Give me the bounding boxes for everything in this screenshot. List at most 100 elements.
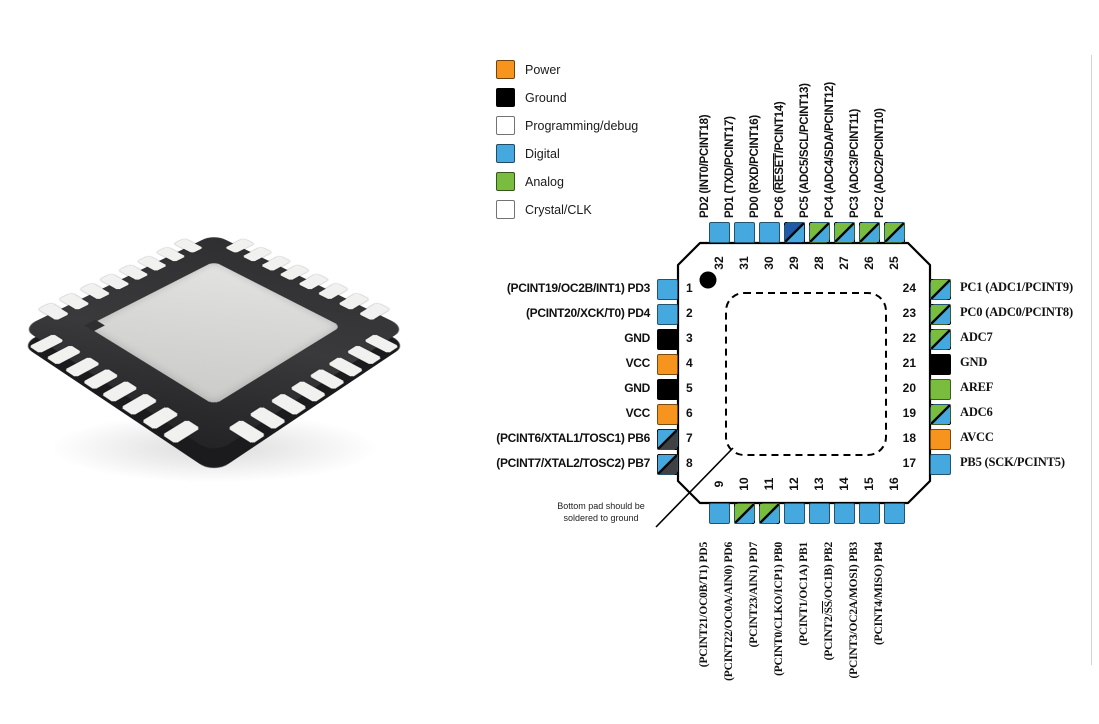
pin-label-segment: (PCINT3/OC2A/MOSI) PB3 [848, 542, 860, 678]
legend-label: Analog [525, 175, 564, 189]
pin-number: 3 [686, 331, 708, 345]
pin-label: PD0 (RXD/PCINT16) [748, 40, 762, 218]
pin-square-digital_crystal [657, 429, 678, 450]
pin-label-segment: GND [624, 331, 650, 345]
pin-number: 28 [812, 248, 826, 278]
pin-label: PC1 (ADC1/PCINT9) [960, 280, 1073, 295]
pin-number: 1 [686, 281, 708, 295]
pin-label-segment: SS [823, 601, 835, 613]
pin-label: (PCINT3/OC2A/MOSI) PB3 [847, 542, 862, 697]
pin-number: 2 [686, 306, 708, 320]
pin-square-analog_digital [884, 222, 905, 243]
legend-item: Crystal/CLK [496, 200, 638, 219]
pin-square-analog_digital [734, 503, 755, 524]
pin-label-segment: GND [960, 355, 987, 369]
pin-number: 5 [686, 381, 708, 395]
pin-label: PC4 (ADC4/SDA/PCINT12) [823, 40, 837, 218]
pin-square-power [657, 404, 678, 425]
pin-number: 13 [812, 469, 826, 499]
pin-label-segment: /PCINT14) [774, 102, 786, 154]
pin-square-analog_digital [809, 222, 830, 243]
pin-label: (PCINT21/OC0B/T1) PD5 [697, 542, 712, 697]
pin-label-segment: (PCINT22/OC0A/AIN0) PD6 [723, 542, 735, 681]
pin-label: (PCINT1/OC1A) PB1 [797, 542, 812, 697]
pin-label: (PCINT23/AIN1) PD7 [747, 542, 762, 697]
legend-item: Programming/debug [496, 116, 638, 135]
legend-swatch-digital [496, 144, 515, 163]
pin-square-power [930, 429, 951, 450]
pin-square-digital [709, 503, 730, 524]
legend-label: Crystal/CLK [525, 203, 592, 217]
pin-number: 12 [787, 469, 801, 499]
legend-swatch-ground [496, 88, 515, 107]
pin-label: GND [450, 331, 650, 346]
pin-label: (PCINT4/MISO) PB4 [872, 542, 887, 697]
pin-number: 21 [886, 356, 916, 370]
pin-label: PB5 (SCK/PCINT5) [960, 455, 1065, 470]
legend-item: Analog [496, 172, 638, 191]
pin-square-prog_digital [784, 222, 805, 243]
pin-square-analog_digital [930, 329, 951, 350]
pin-square-ground [657, 379, 678, 400]
pin-label-segment: PC0 (ADC0/PCINT8) [960, 305, 1073, 319]
pin-label-segment: (PCINT0/CLKO/ICP1) PB0 [773, 542, 785, 676]
pin-label-segment: GND [624, 381, 650, 395]
pin-number: 10 [737, 469, 751, 499]
legend-swatch-analog [496, 172, 515, 191]
pin-label-segment: PD1 (TXD/PCINT17) [724, 116, 736, 218]
pin-square-ground [657, 329, 678, 350]
pin-label-segment: ADC6 [960, 405, 993, 419]
pin-number: 23 [886, 306, 916, 320]
legend-swatch-power [496, 60, 515, 79]
pin-label: GND [450, 381, 650, 396]
legend-swatch-programming_debug [496, 116, 515, 135]
pin-label: (PCINT7/XTAL2/TOSC2) PB7 [450, 456, 650, 471]
chip-photo [14, 168, 414, 488]
pin-number: 30 [762, 248, 776, 278]
legend-label: Power [525, 63, 560, 77]
pin-square-digital [859, 503, 880, 524]
pin-number: 26 [862, 248, 876, 278]
pin-square-digital [784, 503, 805, 524]
pin-square-digital [657, 304, 678, 325]
pin-label-segment: (PCINT4/MISO) PB4 [873, 542, 885, 645]
pin-label: (PCINT22/OC0A/AIN0) PD6 [722, 542, 737, 697]
pin-label: (PCINT6/XTAL1/TOSC1) PB6 [450, 431, 650, 446]
pin-label-segment: ADC7 [960, 330, 993, 344]
pin-number: 25 [887, 248, 901, 278]
pin-number: 6 [686, 406, 708, 420]
pin-label: VCC [450, 356, 650, 371]
pin-square-digital_crystal [657, 454, 678, 475]
pin-label-segment: PC3 (ADC3/PCINT11) [849, 109, 861, 218]
pin-number: 15 [862, 469, 876, 499]
pin-square-analog_digital [930, 279, 951, 300]
pin-label-segment: PB5 (SCK/PCINT5) [960, 455, 1065, 469]
pin-label: (PCINT2/SS/OC1B) PB2 [822, 542, 837, 697]
legend-label: Ground [525, 91, 567, 105]
pin-label-segment: PD2 (INT0/PCINT18) [699, 115, 711, 218]
bottom-pad-note: Bottom pad should be soldered to ground [545, 501, 657, 524]
pin-label-segment: (PCINT21/OC0B/T1) PD5 [698, 542, 710, 667]
pin-square-analog [930, 379, 951, 400]
pin-number: 27 [837, 248, 851, 278]
pin-label: PC5 (ADC5/SCL/PCINT13) [798, 40, 812, 218]
legend: PowerGroundProgramming/debugDigitalAnalo… [496, 60, 638, 228]
bottom-pad-note-line2: soldered to ground [545, 513, 657, 525]
pin-number: 19 [886, 406, 916, 420]
pin-label-segment: (PCINT1/OC1A) PB1 [798, 542, 810, 646]
pin-number: 14 [837, 469, 851, 499]
pin-square-analog_digital [930, 404, 951, 425]
pin-label-segment: PC1 (ADC1/PCINT9) [960, 280, 1073, 294]
pin-label-segment: PC6 ( [774, 190, 786, 218]
pin-square-digital [809, 503, 830, 524]
pin-number: 31 [737, 248, 751, 278]
pin-number: 8 [686, 456, 708, 470]
pin-label-segment: AREF [960, 380, 993, 394]
pin-label-segment: (PCINT19/OC2B/INT1) PD3 [507, 281, 650, 295]
pin-square-digital [930, 454, 951, 475]
legend-swatch-crystal_clk [496, 200, 515, 219]
pin-label-segment: /OC1B) PB2 [823, 542, 835, 601]
image-border-line [1091, 55, 1092, 665]
legend-item: Digital [496, 144, 638, 163]
